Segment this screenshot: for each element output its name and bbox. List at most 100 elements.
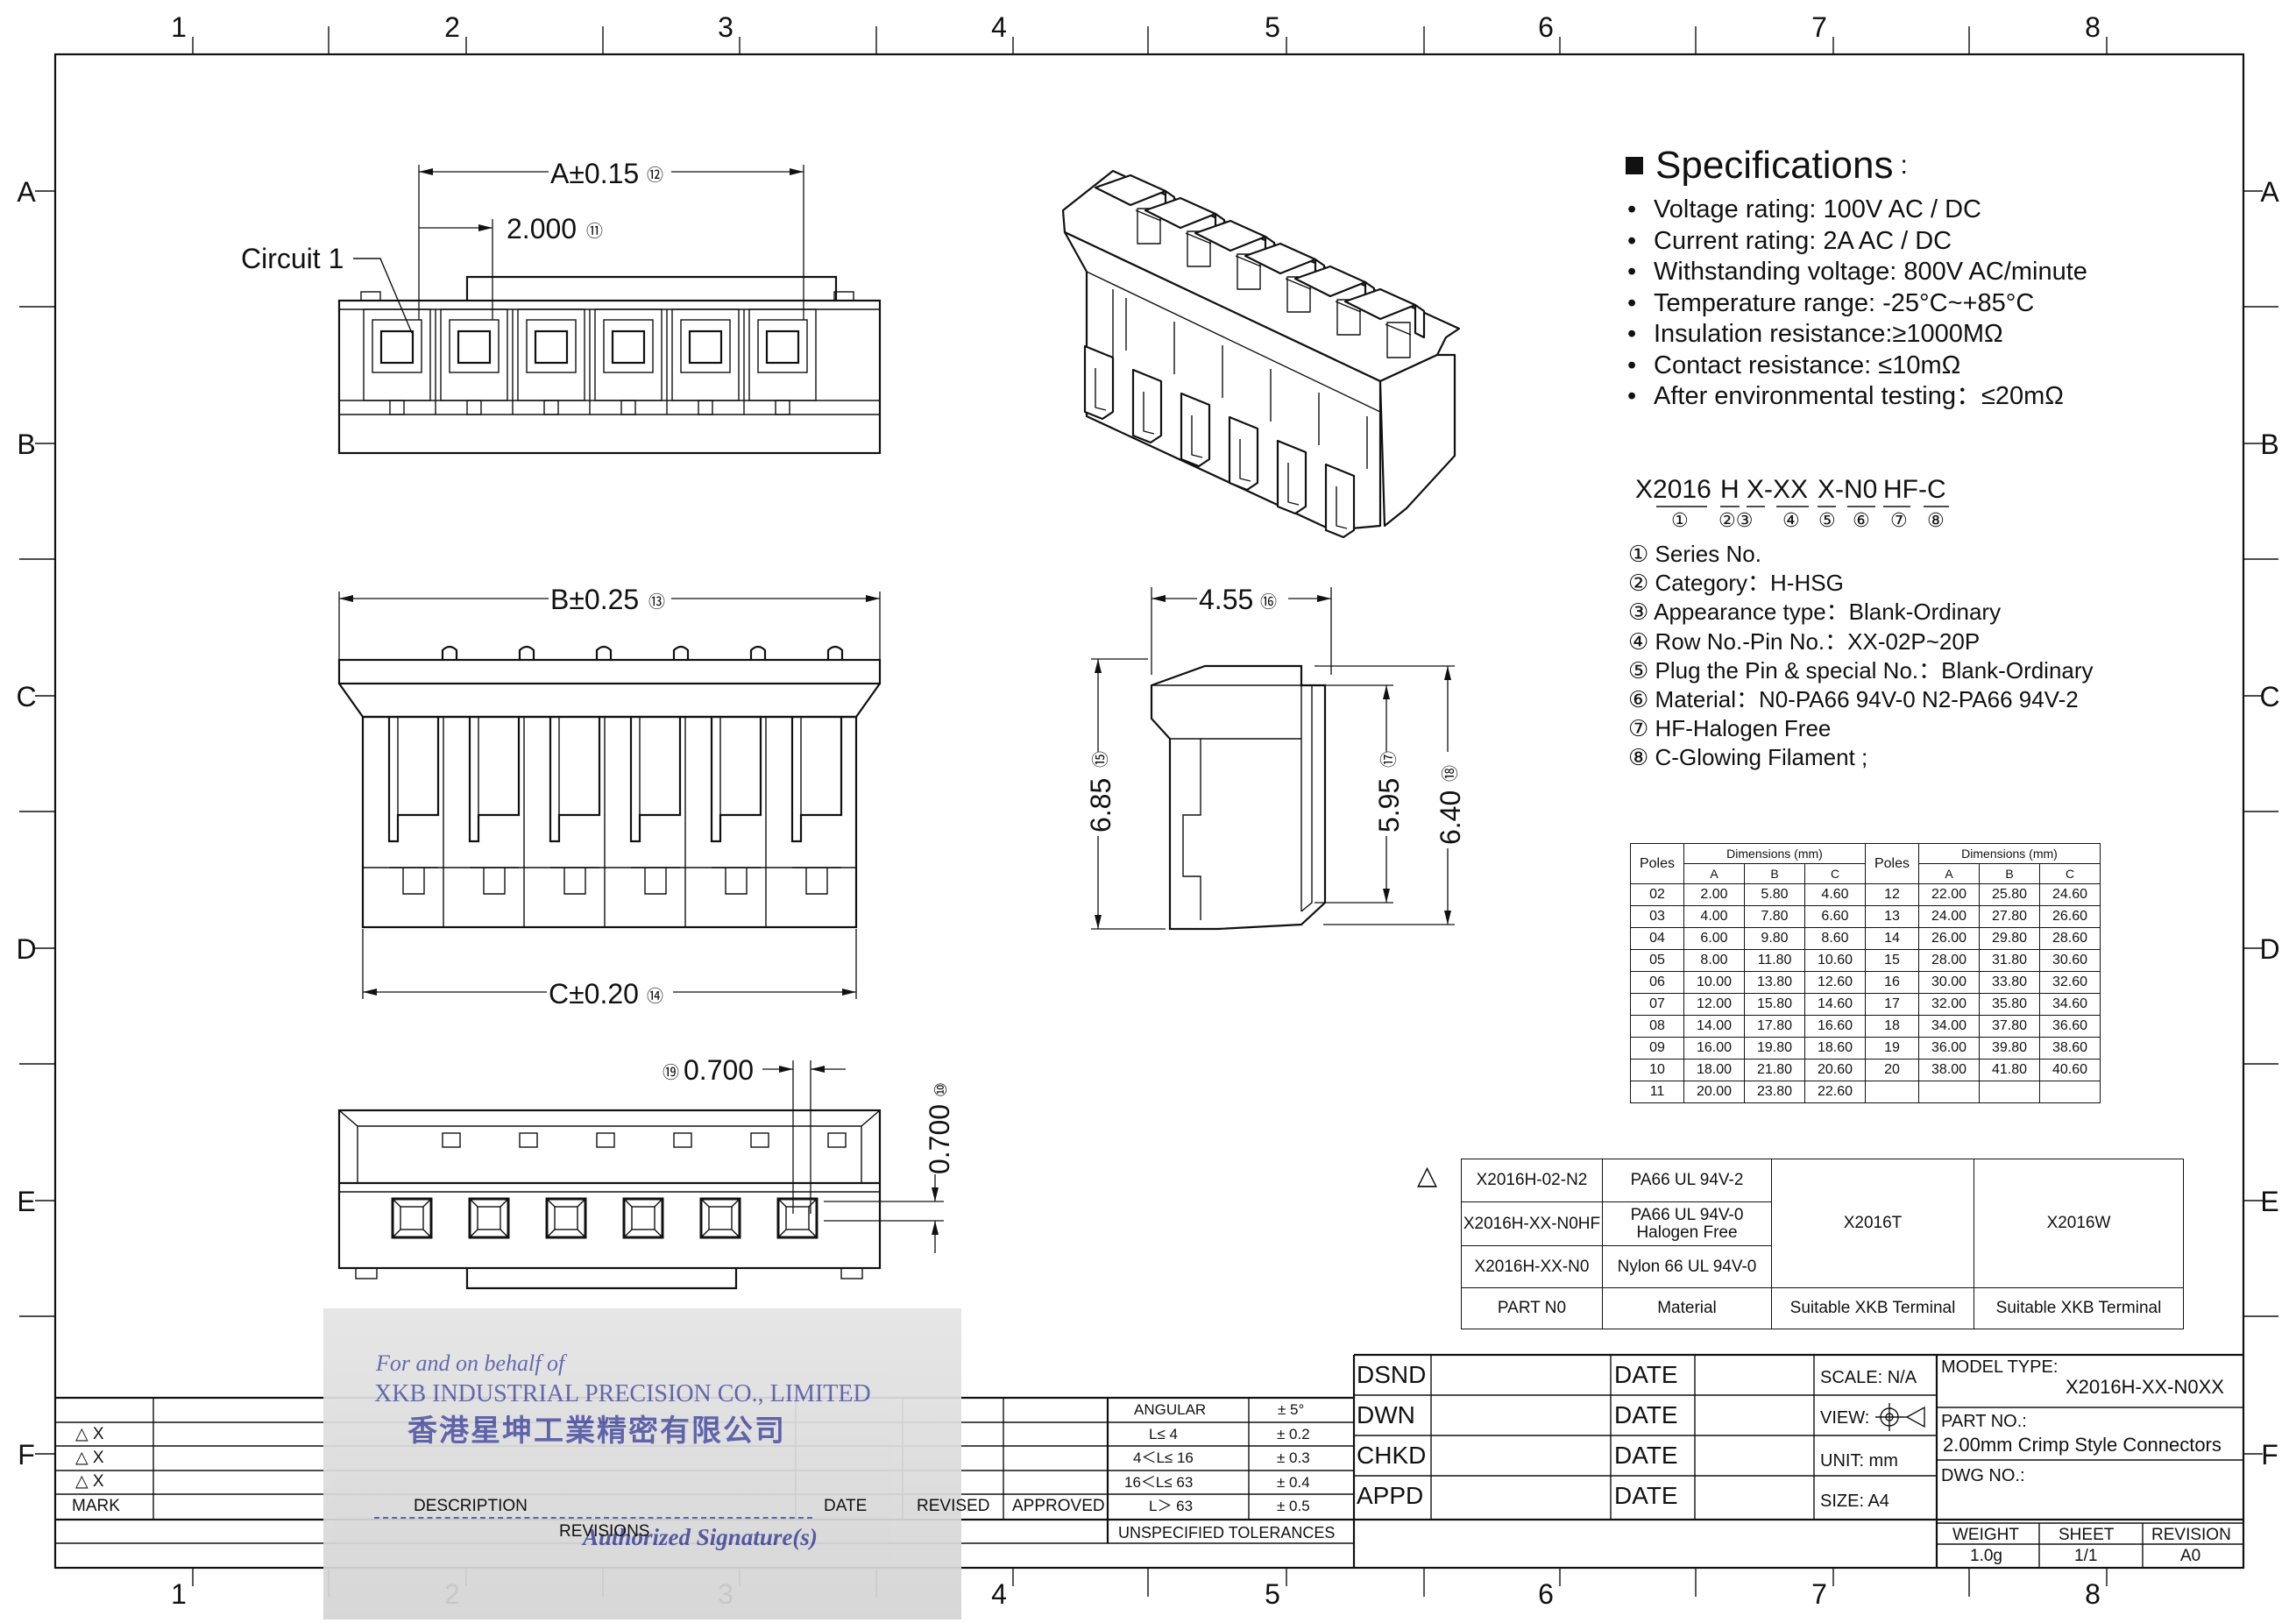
dims-table-cell: 6.60 xyxy=(1804,905,1866,928)
dim-0700a-ref: ⑲ xyxy=(663,1063,679,1082)
dims-table-cell: 10 xyxy=(1630,1059,1684,1081)
revision-label: REVISION xyxy=(2151,1526,2231,1544)
dims-table-cell: 12.60 xyxy=(1804,971,1866,994)
dims-table-cell: B xyxy=(1744,863,1805,884)
dims-table-cell: 4.00 xyxy=(1683,905,1745,928)
dim-595-ref: ⑰ xyxy=(1379,751,1399,768)
signoff-chkd: CHKD xyxy=(1357,1442,1427,1469)
rev-mark-3: △ X xyxy=(75,1472,104,1491)
dims-table-cell: 2.00 xyxy=(1683,883,1745,906)
spec-item: Contact resistance: ≤10mΩ xyxy=(1626,351,2239,382)
part-code-marker-1: ① xyxy=(1671,509,1689,531)
dim-455-label: 4.55 xyxy=(1199,584,1253,615)
grid-col-label: 4 xyxy=(991,11,1007,43)
projection-symbol-icon xyxy=(1875,1403,1925,1431)
tol-value-2: ± 0.2 xyxy=(1277,1426,1310,1442)
dims-table-cell: 26.00 xyxy=(1918,927,1980,950)
dims-table-cell: 16.60 xyxy=(1804,1015,1866,1038)
revisions-label: REVISIONS xyxy=(559,1522,650,1541)
dims-table-cell: 28.60 xyxy=(2039,927,2101,950)
tol-value-5: ± 0.5 xyxy=(1277,1498,1310,1514)
dims-table-cell: 37.80 xyxy=(1979,1015,2040,1038)
dims-table-cell: 10.00 xyxy=(1683,971,1745,994)
header-date: DATE xyxy=(824,1497,868,1515)
dims-table-cell: 16 xyxy=(1865,971,1919,994)
grid-col-label: 5 xyxy=(1265,11,1280,43)
date-label-3: DATE xyxy=(1614,1442,1678,1469)
dims-table-cell: 4.60 xyxy=(1804,883,1866,906)
grid-row-label: D xyxy=(16,933,36,965)
part-table-cell: X2016H-02-N2 xyxy=(1461,1159,1603,1202)
tol-value-3: ± 0.3 xyxy=(1277,1449,1310,1466)
dims-table-cell: 25.80 xyxy=(1979,883,2040,906)
grid-col-label: 8 xyxy=(2085,11,2101,43)
dims-table-cell xyxy=(2039,1081,2101,1103)
part-table-cell: PART N0 xyxy=(1461,1287,1603,1329)
dims-table-cell: 27.80 xyxy=(1979,905,2040,928)
dim-pitch-ref: ⑪ xyxy=(586,222,603,241)
dim-455-ref: ⑯ xyxy=(1260,592,1277,612)
square-bullet-icon xyxy=(1626,157,1643,174)
spec-item: Current rating: 2A AC / DC xyxy=(1626,226,2239,258)
unit-label: UNIT: mm xyxy=(1820,1451,1898,1471)
specifications-list: Voltage rating: 100V AC / DCCurrent rati… xyxy=(1626,195,2239,413)
grid-row-label: D xyxy=(2259,933,2279,965)
dims-table-cell: 31.80 xyxy=(1979,949,2040,972)
dims-table-cell: 30.00 xyxy=(1918,971,1980,994)
tol-label-4: 16＜L≤ 63 xyxy=(1124,1474,1194,1491)
part-table-cell: Suitable XKB Terminal xyxy=(1771,1287,1974,1329)
grid-col-label: 3 xyxy=(718,11,733,43)
part-table-cell: X2016H-XX-N0HF xyxy=(1461,1201,1603,1246)
dim-0700b-label: 0.700 xyxy=(924,1104,955,1174)
tol-label-2: L≤ 4 xyxy=(1149,1426,1178,1442)
dims-table-cell: 12 xyxy=(1865,883,1919,906)
part-table-cell: PA66 UL 94V-0 Halogen Free xyxy=(1602,1201,1772,1246)
circuit-1-label: Circuit 1 xyxy=(241,243,344,274)
weight-label: WEIGHT xyxy=(1952,1526,2019,1544)
spec-item: Insulation resistance:≥1000MΩ xyxy=(1626,319,2239,351)
dim-a-ref: ⑫ xyxy=(647,166,663,185)
part-code-marker-2: ②③ xyxy=(1718,509,1753,531)
sheet-label: SHEET xyxy=(2059,1526,2115,1544)
dims-table-cell xyxy=(1979,1081,2040,1103)
revision-value: A0 xyxy=(2180,1547,2201,1565)
dim-a-label: A±0.15 xyxy=(550,158,639,189)
part-code: X2016 H X-XX X-N0 HF-C ① ②③ ④ ⑤ ⑥ ⑦ ⑧ xyxy=(1635,475,1949,531)
stamp-signature: Authorized Signature(s) xyxy=(583,1524,818,1550)
dims-table-cell: 08 xyxy=(1630,1015,1684,1038)
dims-table-cell: 26.60 xyxy=(2039,905,2101,928)
dims-table-cell: 38.00 xyxy=(1918,1059,1980,1081)
spec-item: Withstanding voltage: 800V AC/minute xyxy=(1626,257,2239,288)
grid-row-label: F xyxy=(18,1439,35,1471)
grid-row-label: A xyxy=(2260,176,2279,208)
dims-table-cell: 24.00 xyxy=(1918,905,1980,928)
view-label: VIEW: xyxy=(1820,1408,1870,1428)
grid-col-label: 7 xyxy=(1811,11,1827,43)
dims-table-cell: 8.60 xyxy=(1804,927,1866,950)
grid-row-label: C xyxy=(2259,681,2279,712)
scale-label: SCALE: N/A xyxy=(1820,1368,1917,1387)
part-code-seg-3: X-XX xyxy=(1747,475,1808,504)
dims-table-cell: C xyxy=(1804,863,1866,884)
dims-table-cell: Dimensions (mm) xyxy=(1918,843,2101,864)
grid-row-label: F xyxy=(2261,1439,2278,1471)
dims-table-cell: Poles xyxy=(1865,843,1919,884)
unspecified-tolerances-label: UNSPECIFIED TOLERANCES xyxy=(1118,1524,1336,1541)
dims-table-cell: B xyxy=(1979,863,2040,884)
dims-table-cell: 29.80 xyxy=(1979,927,2040,950)
side-view: 4.55 ⑯ 6.85 ⑮ 5.95 ⑰ 6.40 ⑱ xyxy=(1081,582,1466,931)
dwg-no-label: DWG NO.: xyxy=(1941,1466,2025,1485)
isometric-view xyxy=(1061,169,1461,539)
dims-table-cell: 24.60 xyxy=(2039,883,2101,906)
dims-table-cell: 11.80 xyxy=(1744,949,1805,972)
dims-table-cell: 19 xyxy=(1865,1037,1919,1060)
signoff-appd: APPD xyxy=(1357,1482,1424,1509)
dims-table-cell: 20.60 xyxy=(1804,1059,1866,1081)
specifications-panel: Specifications : Voltage rating: 100V AC… xyxy=(1626,142,2239,413)
model-type-value: X2016H-XX-N0XX xyxy=(2066,1376,2224,1398)
grid-col-label: 7 xyxy=(1811,1578,1827,1610)
dims-table-cell: 32.60 xyxy=(2039,971,2101,994)
grid-col-label: 5 xyxy=(1265,1578,1280,1610)
dim-685-ref: ⑮ xyxy=(1091,751,1110,768)
